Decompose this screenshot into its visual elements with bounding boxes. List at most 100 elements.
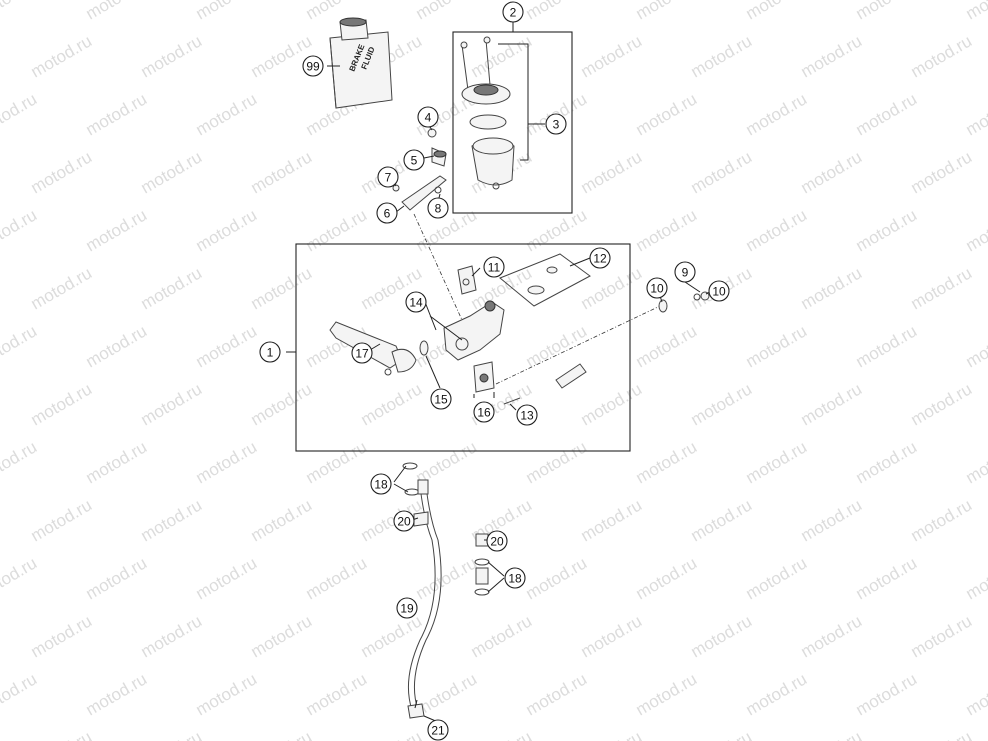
watermark-text: motod.ru bbox=[633, 553, 701, 603]
watermark-text: motod.ru bbox=[798, 31, 866, 81]
watermark-text: motod.ru bbox=[688, 495, 756, 545]
watermark-text: motod.ru bbox=[28, 31, 96, 81]
watermark-text: motod.ru bbox=[138, 147, 206, 197]
callout-13: 13 bbox=[516, 404, 538, 426]
watermark-text: motod.ru bbox=[28, 727, 96, 741]
callout-circle bbox=[403, 149, 425, 171]
watermark-text: motod.ru bbox=[963, 0, 988, 23]
callout-circle bbox=[427, 719, 449, 741]
watermark-text: motod.ru bbox=[798, 147, 866, 197]
callout-15: 15 bbox=[430, 388, 452, 410]
callout-circle bbox=[351, 342, 373, 364]
callout-number: 4 bbox=[425, 111, 432, 125]
watermark-text: motod.ru bbox=[853, 669, 921, 719]
watermark-text: motod.ru bbox=[83, 553, 151, 603]
callout-circle bbox=[259, 341, 281, 363]
watermark-text: motod.ru bbox=[248, 379, 316, 429]
watermark-text: motod.ru bbox=[798, 727, 866, 741]
watermark-text: motod.ru bbox=[578, 147, 646, 197]
watermark-text: motod.ru bbox=[303, 205, 371, 255]
watermark-text: motod.ru bbox=[963, 321, 988, 371]
watermark-text: motod.ru bbox=[853, 553, 921, 603]
watermark-text: motod.ru bbox=[0, 669, 40, 719]
watermark-text: motod.ru bbox=[28, 379, 96, 429]
watermark-text: motod.ru bbox=[853, 89, 921, 139]
watermark-text: motod.ru bbox=[138, 727, 206, 741]
watermark-text: motod.ru bbox=[908, 611, 976, 661]
watermark-text: motod.ru bbox=[853, 0, 921, 23]
callout-number: 9 bbox=[682, 266, 689, 280]
watermark-text: motod.ru bbox=[83, 89, 151, 139]
watermark-text: motod.ru bbox=[853, 437, 921, 487]
callout-99: 99 bbox=[302, 55, 324, 77]
watermark-text: motod.ru bbox=[688, 379, 756, 429]
watermark-text: motod.ru bbox=[303, 553, 371, 603]
watermark-text: motod.ru bbox=[0, 321, 40, 371]
callout-circle bbox=[502, 1, 524, 23]
callout-5: 5 bbox=[403, 149, 425, 171]
watermark-text: motod.ru bbox=[798, 611, 866, 661]
callout-number: 12 bbox=[593, 252, 607, 266]
assembly-axis bbox=[413, 213, 463, 321]
callout-number: 20 bbox=[490, 535, 504, 549]
reservoir-parts bbox=[460, 36, 515, 190]
watermark-text: motod.ru bbox=[743, 669, 811, 719]
watermark-text: motod.ru bbox=[633, 205, 701, 255]
watermark-text: motod.ru bbox=[853, 321, 921, 371]
callout-10: 10 bbox=[708, 280, 730, 302]
watermark-text: motod.ru bbox=[413, 553, 481, 603]
callout-14: 14 bbox=[405, 291, 427, 313]
watermark-text: motod.ru bbox=[138, 379, 206, 429]
callout-circle bbox=[504, 567, 526, 589]
watermark-text: motod.ru bbox=[83, 205, 151, 255]
callout-number: 17 bbox=[355, 347, 369, 361]
watermark-text: motod.ru bbox=[963, 205, 988, 255]
watermark-text: motod.ru bbox=[963, 669, 988, 719]
callout-1: 1 bbox=[259, 341, 281, 363]
callout-circle bbox=[393, 510, 415, 532]
watermark-text: motod.ru bbox=[0, 553, 40, 603]
watermark-text: motod.ru bbox=[688, 147, 756, 197]
watermark-text: motod.ru bbox=[908, 147, 976, 197]
watermark-text: motod.ru bbox=[303, 437, 371, 487]
callout-circle bbox=[302, 55, 324, 77]
callout-number: 3 bbox=[553, 118, 560, 132]
watermark-text: motod.ru bbox=[853, 205, 921, 255]
watermark-text: motod.ru bbox=[908, 31, 976, 81]
callout-circle bbox=[396, 597, 418, 619]
callout-number: 2 bbox=[510, 6, 517, 20]
watermark-text: motod.ru bbox=[138, 611, 206, 661]
watermark-text: motod.ru bbox=[138, 263, 206, 313]
callout-17: 17 bbox=[351, 342, 373, 364]
watermark-text: motod.ru bbox=[358, 379, 426, 429]
callout-number: 18 bbox=[508, 572, 522, 586]
callout-number: 1 bbox=[267, 346, 274, 360]
watermark-text: motod.ru bbox=[193, 553, 261, 603]
watermark-text: motod.ru bbox=[468, 31, 536, 81]
master-cylinder-assembly-frame bbox=[295, 243, 631, 452]
callout-2: 2 bbox=[502, 1, 524, 23]
master-cylinder-parts bbox=[329, 253, 710, 405]
watermark-text: motod.ru bbox=[468, 727, 536, 741]
watermark-text: motod.ru bbox=[743, 553, 811, 603]
callout-number: 20 bbox=[397, 515, 411, 529]
callout-number: 11 bbox=[488, 261, 501, 275]
watermark-text: motod.ru bbox=[908, 263, 976, 313]
watermark-text: motod.ru bbox=[0, 437, 40, 487]
callout-18: 18 bbox=[504, 567, 526, 589]
callout-7: 7 bbox=[377, 166, 399, 188]
callout-circle bbox=[473, 401, 495, 423]
watermark-text: motod.ru bbox=[743, 321, 811, 371]
watermark-text: motod.ru bbox=[688, 727, 756, 741]
callout-number: 7 bbox=[385, 171, 392, 185]
watermark-text: motod.ru bbox=[743, 437, 811, 487]
callout-11: 11 bbox=[483, 256, 505, 278]
watermark-text: motod.ru bbox=[303, 669, 371, 719]
callout-circle bbox=[430, 388, 452, 410]
watermark-text: motod.ru bbox=[193, 437, 261, 487]
callout-number: 10 bbox=[712, 285, 726, 299]
watermark-text: motod.ru bbox=[138, 31, 206, 81]
watermark-text: motod.ru bbox=[743, 0, 811, 23]
cap-and-bracket-parts bbox=[392, 128, 447, 211]
